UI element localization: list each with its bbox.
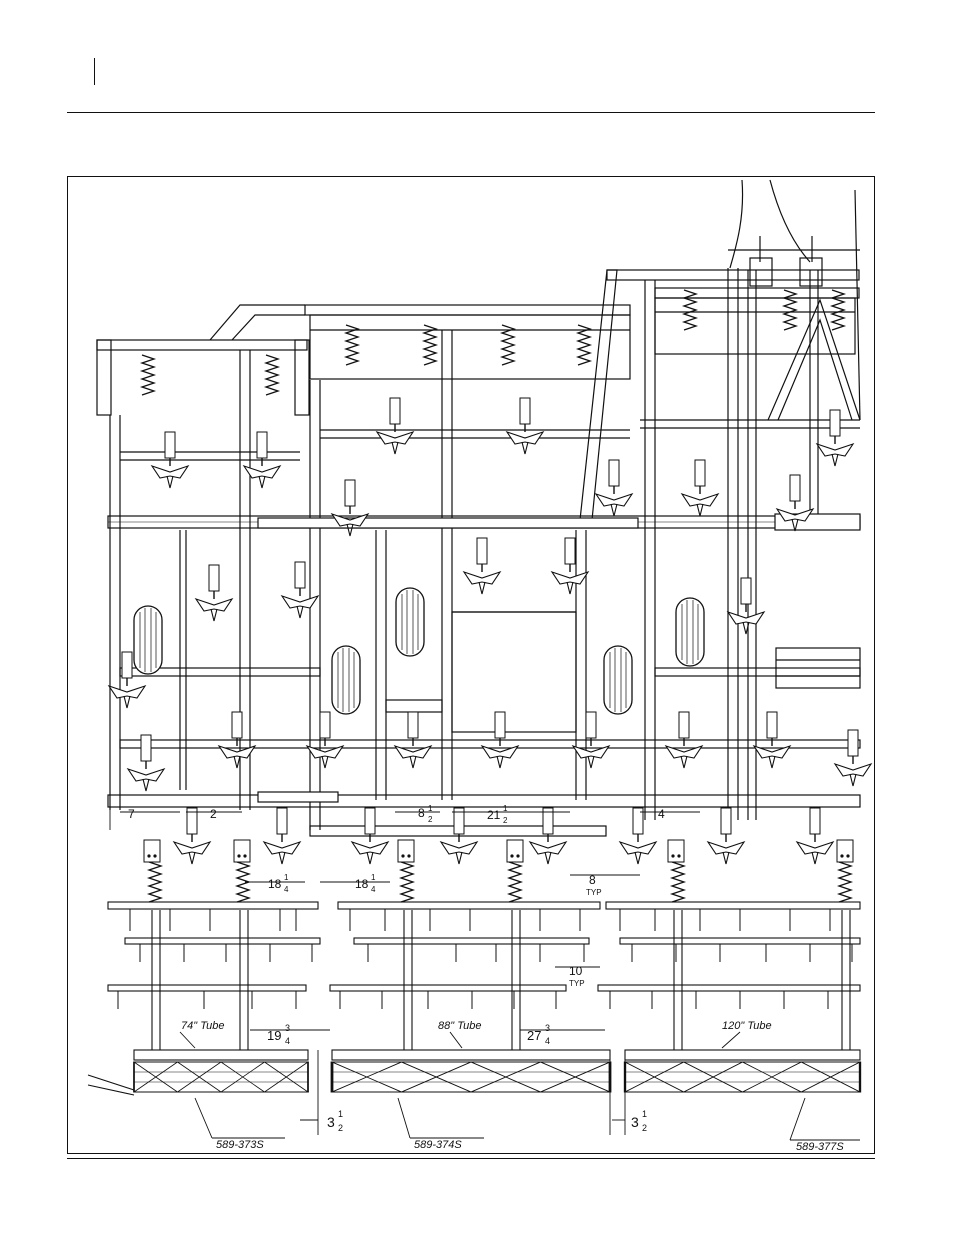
dim-typ10-note: TYP xyxy=(569,979,585,988)
tube-label-120: 120" Tube xyxy=(722,1020,772,1032)
dim-18a-frac-n: 1 xyxy=(284,873,289,882)
dim-19-whole: 19 xyxy=(267,1028,281,1043)
dim-typ10-value: 10 xyxy=(569,964,583,978)
tube-label-88: 88" Tube xyxy=(438,1020,481,1032)
dim-8-frac-d: 2 xyxy=(428,815,433,824)
part-number-377: 589-377S xyxy=(796,1141,844,1153)
dim-18a-frac-d: 4 xyxy=(284,885,289,894)
harrow-tines xyxy=(118,909,852,1009)
part-number-373: 589-373S xyxy=(216,1139,264,1151)
dim-3b-frac-d: 2 xyxy=(642,1123,647,1133)
tube-leader-lines xyxy=(180,1032,740,1048)
dim-27-whole: 27 xyxy=(527,1028,541,1043)
dim-19-frac-n: 3 xyxy=(285,1023,290,1033)
dim-18a-whole: 18 xyxy=(268,877,282,891)
dim-4: 4 xyxy=(658,807,665,821)
dim-7: 7 xyxy=(128,807,135,821)
dim-21-whole: 21 xyxy=(487,808,501,822)
frame-structure xyxy=(97,180,860,836)
dim-3b-frac-n: 1 xyxy=(642,1109,647,1119)
dim-19-frac-d: 4 xyxy=(285,1036,290,1046)
dim-18b-frac-d: 4 xyxy=(371,885,376,894)
dim-21-frac-n: 1 xyxy=(503,804,508,813)
cultivator-shanks xyxy=(109,398,871,864)
dim-typ8-value: 8 xyxy=(589,873,596,887)
dim-3a-frac-d: 2 xyxy=(338,1123,343,1133)
dim-3a-frac-n: 1 xyxy=(338,1109,343,1119)
dim-27-frac-d: 4 xyxy=(545,1036,550,1046)
dim-8-frac-n: 1 xyxy=(428,804,433,813)
rolling-baskets xyxy=(134,1062,860,1092)
dim-3b-whole: 3 xyxy=(631,1114,639,1130)
part-number-374: 589-374S xyxy=(414,1139,462,1151)
dim-typ8-note: TYP xyxy=(586,888,602,897)
dim-2: 2 xyxy=(210,807,217,821)
tube-label-74: 74" Tube xyxy=(181,1020,224,1032)
dim-8-whole: 8 xyxy=(418,806,425,820)
dim-21-frac-d: 2 xyxy=(503,816,508,825)
dim-27-frac-n: 3 xyxy=(545,1023,550,1033)
dim-18b-frac-n: 1 xyxy=(371,873,376,882)
harrow-brackets xyxy=(144,840,853,862)
dim-3a-whole: 3 xyxy=(327,1114,335,1130)
dim-18b-whole: 18 xyxy=(355,877,369,891)
